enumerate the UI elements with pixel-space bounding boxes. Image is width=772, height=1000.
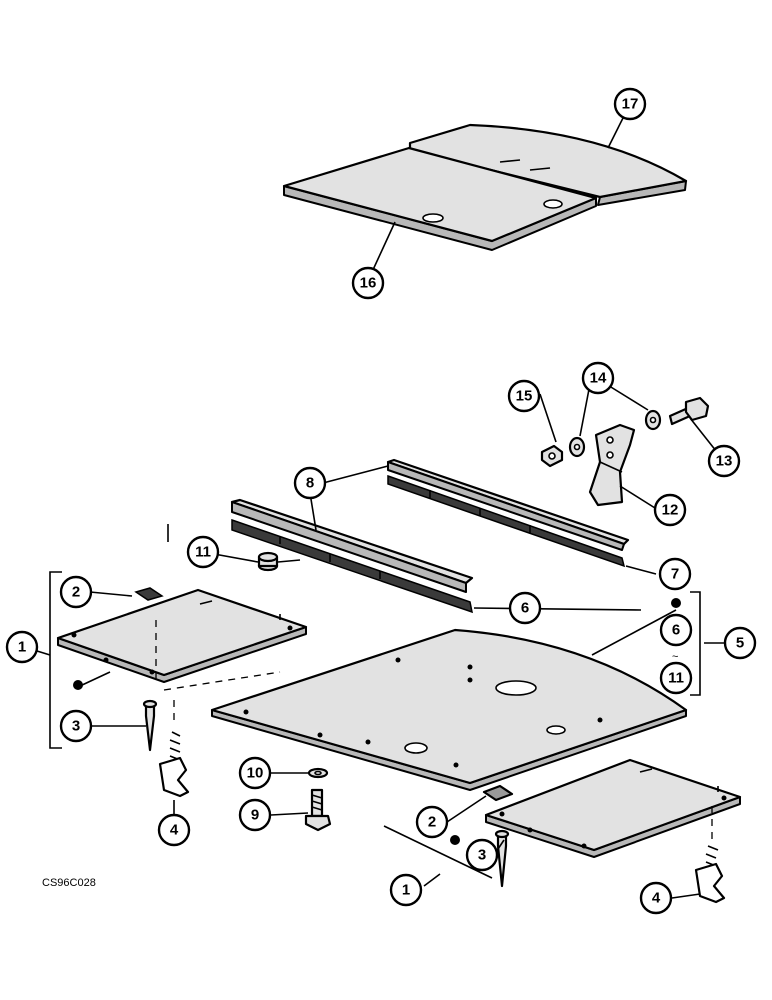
channel-front-6 <box>231 518 473 614</box>
svg-text:4: 4 <box>652 890 661 907</box>
washer-10 <box>307 767 329 779</box>
floor-panel-16 <box>282 146 598 251</box>
cover-right-1 <box>484 758 742 858</box>
callout-4-left: 4 <box>157 813 191 847</box>
callout-1-left: 1 <box>5 630 39 664</box>
spring-handle-4b <box>694 845 726 904</box>
svg-text:9: 9 <box>251 807 259 824</box>
callout-2-left: 2 <box>59 575 93 609</box>
bolt-9 <box>304 788 332 832</box>
callout-6-range: 6 <box>659 613 693 647</box>
svg-text:7: 7 <box>671 566 679 583</box>
washer-14b <box>644 409 662 431</box>
callout-16: 16 <box>351 266 385 300</box>
latch-tab-2a <box>134 587 164 601</box>
range-tilde: ~ <box>672 651 678 663</box>
bullet-marker-left <box>73 680 83 690</box>
callout-5: 5 <box>723 626 757 660</box>
svg-text:2: 2 <box>428 814 436 831</box>
callout-14: 14 <box>581 361 615 395</box>
svg-text:10: 10 <box>247 765 264 782</box>
svg-text:13: 13 <box>716 453 733 470</box>
fastener-3a <box>142 699 158 752</box>
svg-text:3: 3 <box>478 847 486 864</box>
svg-text:8: 8 <box>306 475 314 492</box>
callout-6-part: 6 <box>508 591 542 625</box>
svg-text:1: 1 <box>18 639 26 656</box>
callout-11-range: 11 <box>659 661 693 695</box>
rear-panel-17 <box>408 123 688 206</box>
bolt-13 <box>668 396 710 426</box>
svg-text:14: 14 <box>590 370 607 387</box>
clip-bracket-12 <box>588 423 636 507</box>
svg-text:6: 6 <box>521 600 529 617</box>
callout-10: 10 <box>238 756 272 790</box>
spring-handle-4a <box>158 731 190 798</box>
group-bracket-left <box>49 571 62 749</box>
strip-front-8 <box>230 498 474 593</box>
svg-text:11: 11 <box>195 544 211 561</box>
svg-text:16: 16 <box>360 275 377 292</box>
callout-4-right: 4 <box>639 881 673 915</box>
drawing-code: CS96C028 <box>42 877 96 889</box>
callout-17: 17 <box>613 87 647 121</box>
latch-tab-2b <box>482 784 514 802</box>
group-bracket-bottom <box>383 825 493 879</box>
svg-text:3: 3 <box>72 718 80 735</box>
cover-left-1 <box>56 588 308 683</box>
callout-3-right: 3 <box>465 838 499 872</box>
svg-text:4: 4 <box>170 822 179 839</box>
insert-nut-11 <box>257 551 301 572</box>
callout-7: 7 <box>658 557 692 591</box>
bullet-marker-right <box>450 835 460 845</box>
callout-11-top: 11 <box>186 535 220 569</box>
strip-rear-8 <box>386 458 630 551</box>
callout-12: 12 <box>653 493 687 527</box>
svg-text:2: 2 <box>72 584 80 601</box>
channel-rear-7 <box>387 474 626 568</box>
svg-text:17: 17 <box>622 96 639 113</box>
callout-3-left: 3 <box>59 709 93 743</box>
callout-15: 15 <box>507 379 541 413</box>
washer-14a <box>568 436 586 458</box>
callout-2-right: 2 <box>415 805 449 839</box>
leader-lines <box>23 103 728 899</box>
floor-plate-5 <box>210 628 688 791</box>
svg-text:1: 1 <box>402 882 410 899</box>
callout-13: 13 <box>707 444 741 478</box>
svg-text:5: 5 <box>736 635 744 652</box>
svg-text:15: 15 <box>516 388 533 405</box>
nut-15 <box>540 444 564 468</box>
callout-1-right: 1 <box>389 873 423 907</box>
svg-text:11: 11 <box>668 670 684 687</box>
svg-text:6: 6 <box>672 622 680 639</box>
svg-text:12: 12 <box>662 502 679 519</box>
group-bracket-right <box>690 591 701 696</box>
callout-9: 9 <box>238 798 272 832</box>
bullet-marker-legend <box>671 598 681 608</box>
callout-8: 8 <box>293 466 327 500</box>
